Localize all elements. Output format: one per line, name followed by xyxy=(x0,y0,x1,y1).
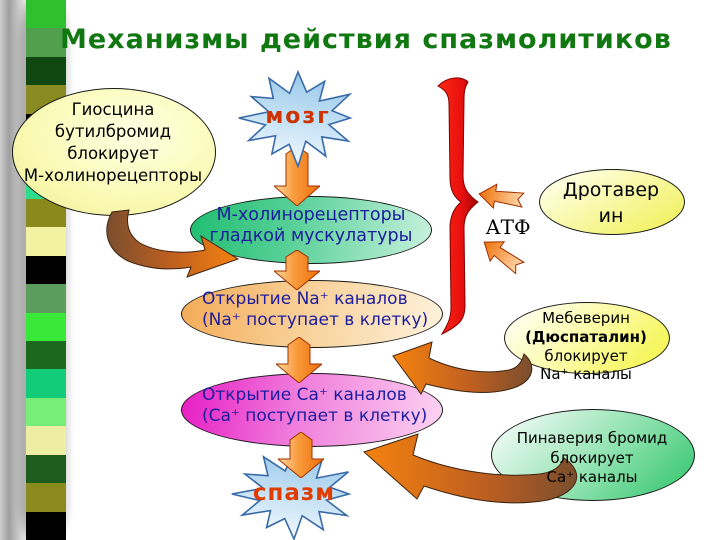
stripe-segment xyxy=(26,511,66,540)
mebeverine-line: (Дюспаталин) xyxy=(525,327,647,346)
stripe-segment xyxy=(26,56,66,86)
slide-edge-shadow xyxy=(0,0,30,540)
drotaverine-line: ин xyxy=(598,204,624,227)
atf-arrow-upper xyxy=(478,183,525,210)
stripe-segment xyxy=(26,0,66,29)
drotaverine-text: Дротавер ин xyxy=(539,178,683,229)
receptors-line: М-холинорецепторы xyxy=(216,205,406,225)
hyoscine-line: Гиосцина xyxy=(71,100,155,119)
stripe-segment xyxy=(26,255,66,285)
stripe-segment xyxy=(26,341,66,370)
drotaverine-ellipse xyxy=(539,169,685,235)
ca-line: (Ca⁺ поступает в клетку) xyxy=(202,405,428,426)
page-title: Механизмы действия спазмолитиков xyxy=(60,24,672,55)
mebeverine-ellipse xyxy=(504,302,670,374)
mebeverine-text: Мебеверин (Дюспаталин) блокирует Na⁺ кан… xyxy=(503,309,669,384)
brain-label: мозг xyxy=(265,104,331,129)
atf-arrow-lower xyxy=(483,241,526,275)
na-channels-ellipse xyxy=(181,280,443,348)
arrow-receptors-to-na xyxy=(274,250,320,290)
ca-channels-text: Открытие Ca⁺ каналов (Ca⁺ поступает в кл… xyxy=(202,385,446,426)
receptors-ellipse xyxy=(190,196,432,264)
mebeverine-line: Na⁺ каналы xyxy=(540,365,632,384)
pinaverium-line: Пинаверия бромид xyxy=(516,429,668,447)
atf-label: АТФ xyxy=(485,215,531,239)
pinaverium-text: Пинаверия бромид блокирует Ca⁺ каналы xyxy=(491,429,693,488)
pinaverium-curved-arrow xyxy=(363,433,578,504)
ca-line: Открытие Ca⁺ каналов xyxy=(202,385,407,405)
receptors-text: М-холинорецепторы гладкой мускулатуры xyxy=(196,205,426,248)
left-stripe-bar xyxy=(26,0,66,540)
arrow-na-to-ca xyxy=(276,337,322,383)
hyoscine-line: бутилбромид xyxy=(54,121,172,141)
mebeverine-line: блокирует xyxy=(544,346,628,365)
stripe-segment xyxy=(26,397,66,427)
spasm-label: спазм xyxy=(252,480,336,506)
drotaverine-line: Дротавер xyxy=(562,179,660,201)
pinaverium-line: Ca⁺ каналы xyxy=(546,468,638,486)
spasm-starburst xyxy=(231,449,352,540)
mebeverine-curved-arrow xyxy=(392,341,533,395)
hyoscine-text: Гиосцина бутилбромид блокирует М-холинор… xyxy=(14,99,212,187)
stripe-segment xyxy=(26,454,66,484)
stripe-segment xyxy=(26,312,66,342)
mebeverine-line: Мебеверин xyxy=(542,309,630,327)
hyoscine-line: блокирует xyxy=(67,143,159,163)
stripe-segment xyxy=(26,227,66,256)
pinaverium-line: блокирует xyxy=(550,448,634,467)
brain-starburst xyxy=(238,69,353,168)
na-channels-text: Открытие Na⁺ каналов (Na⁺ поступает в кл… xyxy=(202,289,446,330)
hyoscine-ellipse xyxy=(12,88,216,216)
stripe-segment xyxy=(26,426,66,455)
stripe-segment xyxy=(26,483,66,512)
hyoscine-line: М-холинорецепторы xyxy=(23,165,203,185)
na-line: Открытие Na⁺ каналов xyxy=(202,289,408,309)
arrow-ca-to-spasm xyxy=(278,432,324,478)
stripe-segment xyxy=(26,284,66,313)
na-line: (Na⁺ поступает в клетку) xyxy=(202,309,429,330)
stripe-segment xyxy=(26,369,66,398)
receptors-line: гладкой мускулатуры xyxy=(209,226,413,247)
red-brace-ribbon xyxy=(437,77,479,336)
hyoscine-curved-arrow xyxy=(106,209,240,278)
stripe-segment xyxy=(26,28,66,57)
